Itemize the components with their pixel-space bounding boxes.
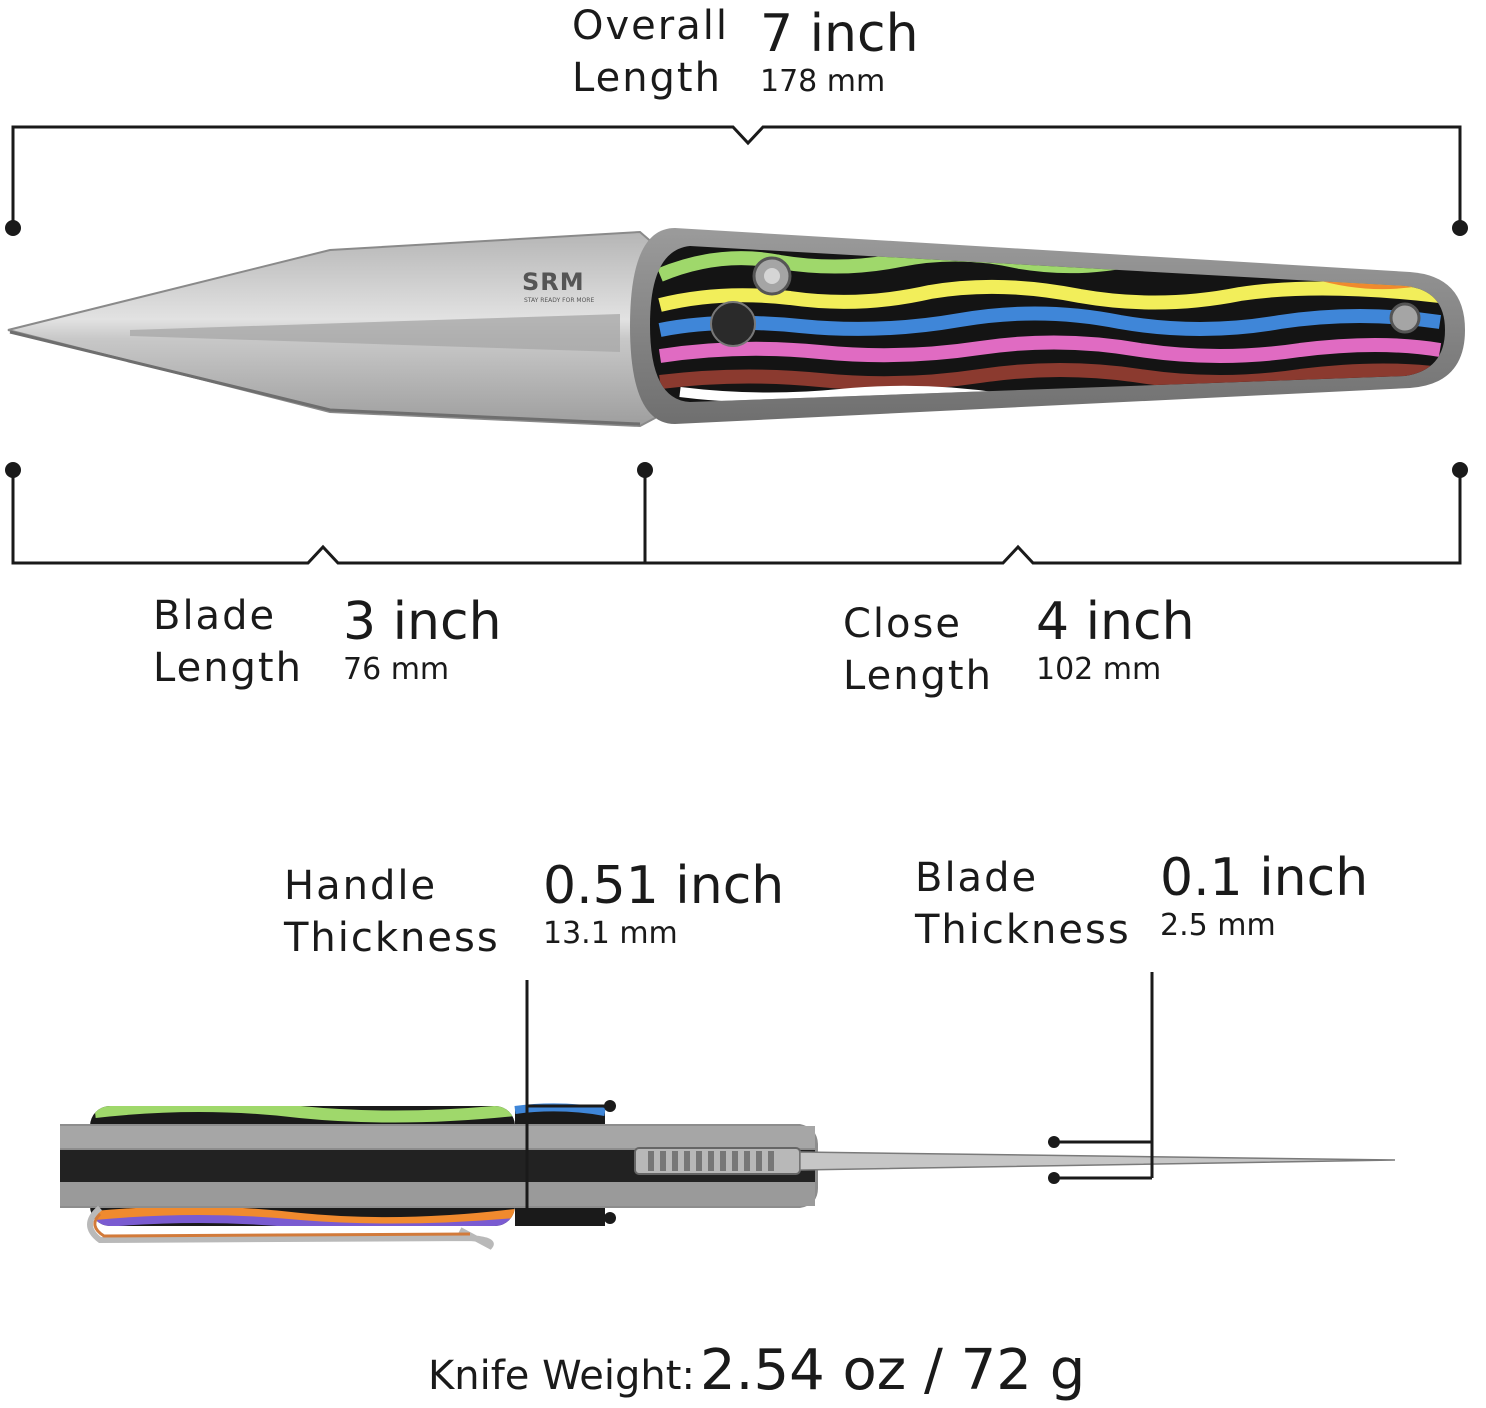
blade-left-dot — [5, 462, 21, 478]
handle-thickness-mm: 13.1 mm — [543, 916, 678, 951]
close-length-value: 4 inch 102 mm — [1036, 594, 1195, 690]
blade-length-inch: 3 inch — [343, 592, 502, 652]
blade-top-dot — [1048, 1136, 1060, 1148]
close-length-inch: 4 inch — [1036, 592, 1195, 652]
close-right-dot — [1452, 462, 1468, 478]
blade-length-label-line1: Blade — [153, 593, 277, 639]
handle-top-dot — [604, 1100, 616, 1112]
knife-weight-label: Knife Weight: — [428, 1353, 695, 1399]
close-length-label-line1: Close — [843, 601, 962, 647]
handle-thickness-label-line1: Handle — [284, 863, 438, 909]
blade-bottom-dot — [1048, 1172, 1060, 1184]
blade-right-dot — [637, 462, 653, 478]
blade-length-label-line2: Length — [153, 645, 303, 691]
overall-length-bracket — [11, 125, 1462, 228]
blade-length-mm: 76 mm — [343, 652, 450, 687]
handle-bottom-dot — [604, 1212, 616, 1224]
overall-inch: 7 inch — [760, 4, 919, 64]
blade-thickness-inch: 0.1 inch — [1160, 848, 1369, 908]
knife-weight: Knife Weight: 2.54 oz / 72 g — [428, 1338, 1085, 1403]
blade-thickness-callout — [1054, 972, 1154, 1180]
overall-length-label: Overall Length — [572, 0, 729, 104]
blade-length-label: Blade Length — [153, 590, 303, 694]
overall-length-value: 7 inch 178 mm — [760, 6, 919, 102]
handle-thickness-label: Handle Thickness — [284, 860, 500, 964]
blade-thickness-label-line1: Blade — [915, 855, 1039, 901]
handle-thickness-inch: 0.51 inch — [543, 856, 785, 916]
overall-left-dot — [5, 220, 21, 236]
blade-thickness-mm: 2.5 mm — [1160, 908, 1276, 943]
handle-thickness-label-line2: Thickness — [284, 915, 500, 961]
overall-label-line1: Overall — [572, 3, 729, 49]
handle-thickness-value: 0.51 inch 13.1 mm — [543, 858, 784, 954]
close-length-label: Close Length — [843, 598, 993, 702]
overall-mm: 178 mm — [760, 64, 886, 99]
close-length-mm: 102 mm — [1036, 652, 1162, 687]
brand-logo: SRM — [522, 268, 585, 296]
close-length-label-line2: Length — [843, 653, 993, 699]
overall-label-line2: Length — [572, 55, 722, 101]
blade-close-bracket — [11, 470, 1462, 565]
blade-thickness-value: 0.1 inch 2.5 mm — [1160, 850, 1368, 946]
knife-side-view — [60, 1103, 1396, 1250]
overall-right-dot — [1452, 220, 1468, 236]
knife-weight-value: 2.54 oz / 72 g — [700, 1338, 1086, 1403]
blade-thickness-label: Blade Thickness — [915, 852, 1131, 956]
blade-length-value: 3 inch 76 mm — [343, 594, 502, 690]
blade-thickness-label-line2: Thickness — [915, 907, 1131, 953]
knife-top-view — [7, 228, 1465, 428]
handle-thickness-callout — [525, 980, 610, 1220]
brand-tagline: STAY READY FOR MORE — [524, 297, 594, 304]
